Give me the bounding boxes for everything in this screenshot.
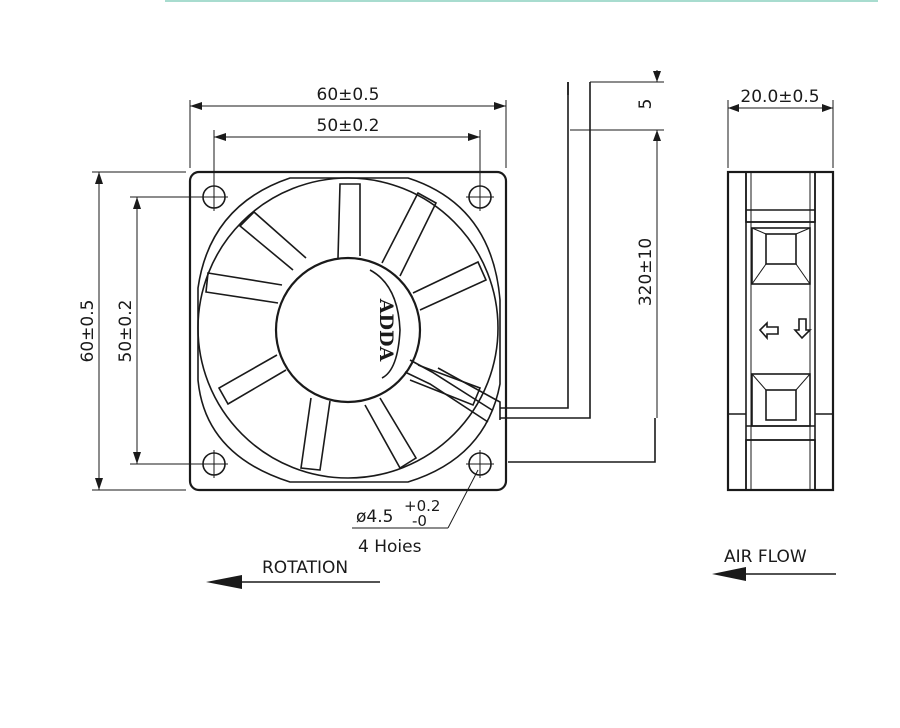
svg-text:50±0.2: 50±0.2 — [116, 300, 136, 363]
fan-frame — [188, 170, 508, 492]
svg-text:ø4.5: ø4.5 — [356, 507, 393, 527]
side-rib-top — [745, 171, 816, 285]
svg-text:50±0.2: 50±0.2 — [317, 116, 380, 136]
lead-wires — [404, 82, 656, 463]
dim-outer-width: 60±0.5 — [189, 85, 507, 168]
dim-hole-height: 50±0.2 — [116, 196, 200, 465]
airflow-indicator: AIR FLOW — [712, 547, 836, 581]
mounting-hole — [200, 450, 228, 478]
front-view: ADDA — [78, 70, 664, 589]
dim-lead-offset: 5 — [570, 70, 664, 142]
svg-text:60±0.5: 60±0.5 — [317, 85, 380, 105]
svg-text:4 Hoies: 4 Hoies — [358, 537, 422, 557]
hole-callout: ø4.5 +0.2 -0 4 Hoies — [352, 469, 479, 557]
side-rib-bottom — [728, 373, 833, 491]
svg-text:60±0.5: 60±0.5 — [78, 300, 98, 363]
side-view: 20.0±0.5 — [712, 87, 836, 581]
arrow-left-icon — [758, 321, 779, 341]
fan-side-body — [726, 170, 835, 492]
svg-text:AIR FLOW: AIR FLOW — [724, 547, 807, 567]
dim-outer-height: 60±0.5 — [78, 171, 186, 491]
mounting-hole — [466, 183, 494, 211]
fan-blades — [205, 183, 488, 471]
rotation-indicator: ROTATION — [206, 558, 380, 589]
svg-text:-0: -0 — [412, 512, 427, 530]
fan-logo: ADDA — [375, 298, 397, 362]
svg-text:20.0±0.5: 20.0±0.5 — [740, 87, 819, 107]
fan-hub — [274, 256, 422, 404]
mounting-hole — [466, 450, 494, 478]
arrow-down-icon — [793, 318, 812, 340]
svg-text:320±10: 320±10 — [636, 238, 656, 306]
svg-text:+0.2: +0.2 — [404, 497, 440, 515]
dim-hole-width: 50±0.2 — [213, 116, 481, 186]
mounting-hole — [200, 183, 228, 211]
fan-shroud-inner — [197, 177, 499, 479]
dim-depth: 20.0±0.5 — [727, 87, 834, 168]
dim-lead-length: 320±10 — [636, 142, 658, 418]
svg-text:ROTATION: ROTATION — [262, 558, 348, 578]
logo-swoosh — [369, 269, 401, 379]
svg-text:5: 5 — [636, 99, 656, 110]
fan-shroud — [197, 177, 501, 483]
